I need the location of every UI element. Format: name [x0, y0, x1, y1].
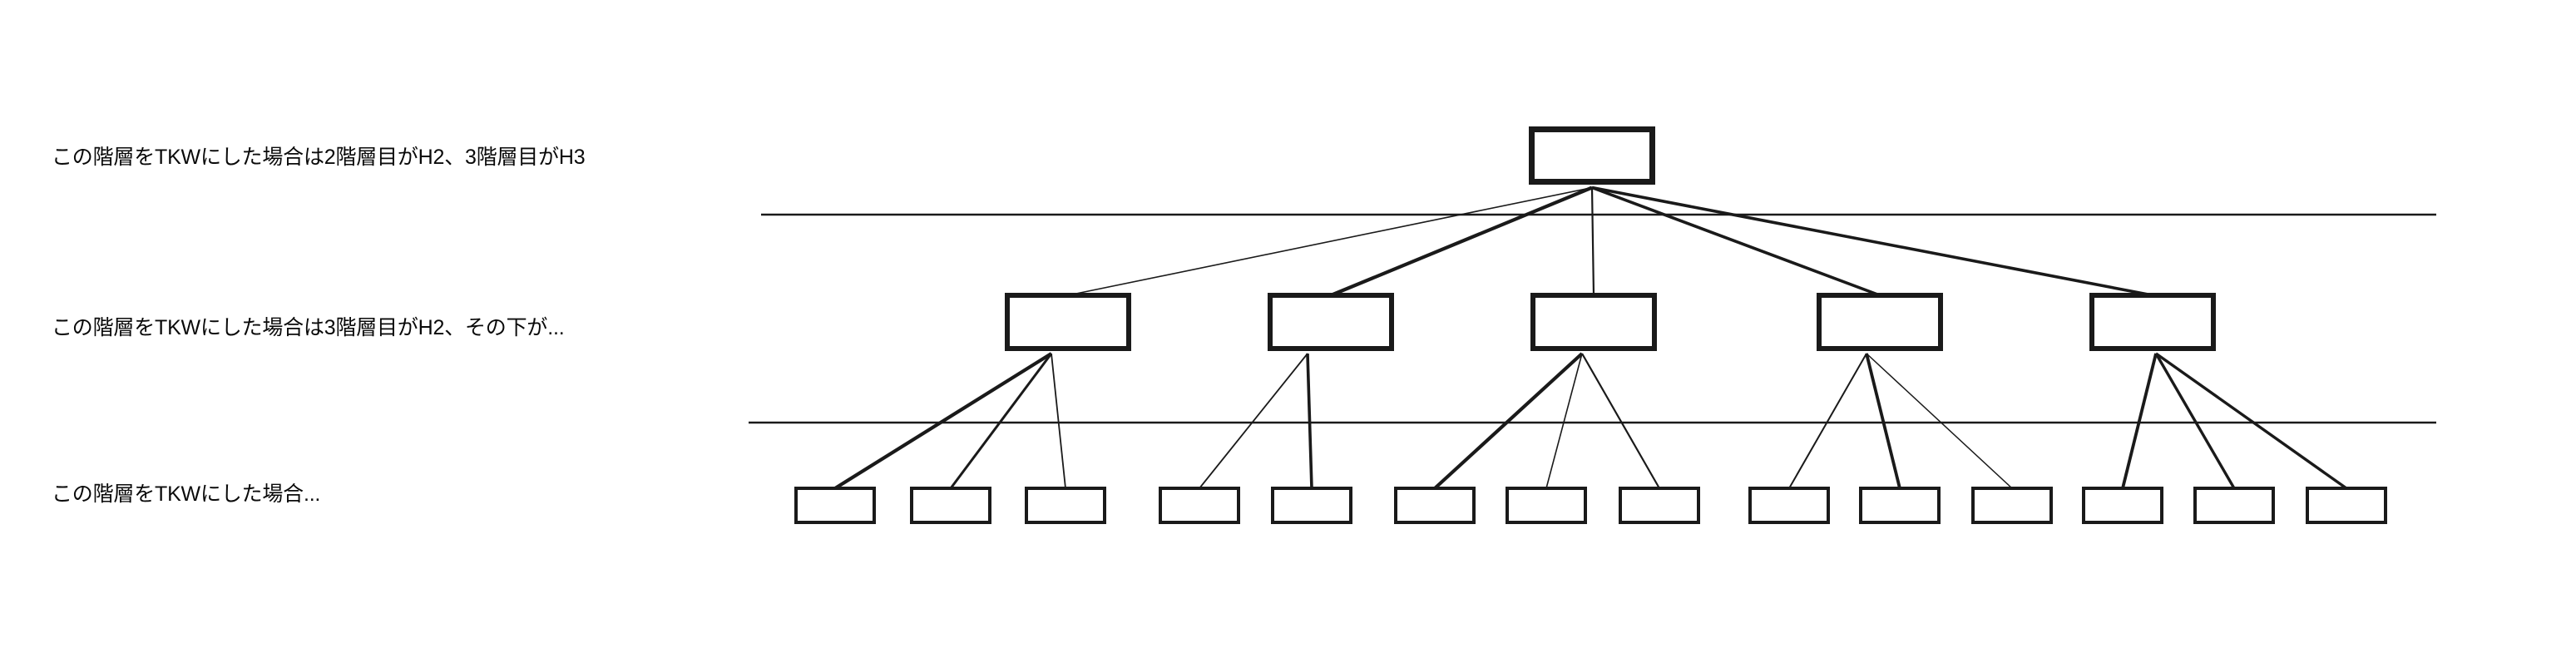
edge-root-to-cat-5 [1591, 186, 2153, 297]
node-cat-3[interactable] [1530, 293, 1657, 351]
edge-root-to-cat-4 [1591, 186, 1881, 297]
node-box-leaf-9[interactable] [1748, 487, 1830, 524]
node-leaf-2[interactable] [910, 487, 991, 524]
node-box-leaf-5[interactable] [1271, 487, 1352, 524]
node-cat-4[interactable] [1817, 293, 1943, 351]
edge-cat-3-to-leaf-6 [1433, 352, 1584, 490]
node-leaf-11[interactable] [1971, 487, 2053, 524]
edge-root-to-cat-1 [1067, 186, 1593, 296]
edge-cat-4-to-leaf-9 [1788, 353, 1867, 489]
node-leaf-14[interactable] [2306, 487, 2387, 524]
node-box-cat-3[interactable] [1530, 293, 1657, 351]
edge-root-to-cat-2 [1330, 186, 1593, 297]
edge-cat-1-to-leaf-2 [949, 353, 1053, 489]
node-leaf-6[interactable] [1394, 487, 1476, 524]
edge-cat-2-to-leaf-4 [1199, 353, 1308, 489]
node-leaf-1[interactable] [794, 487, 876, 524]
dividers-group [749, 213, 2436, 424]
node-box-leaf-4[interactable] [1159, 487, 1240, 524]
node-leaf-9[interactable] [1748, 487, 1830, 524]
node-cat-1[interactable] [1005, 293, 1131, 351]
node-leaf-8[interactable] [1619, 487, 1700, 524]
edge-cat-5-to-leaf-12 [2121, 353, 2158, 489]
edges-group [833, 186, 2347, 490]
node-box-root[interactable] [1529, 126, 1655, 185]
edge-cat-2-to-leaf-5 [1306, 353, 1313, 489]
node-box-leaf-14[interactable] [2306, 487, 2387, 524]
edge-cat-3-to-leaf-8 [1581, 353, 1660, 489]
node-box-leaf-8[interactable] [1619, 487, 1700, 524]
node-leaf-10[interactable] [1859, 487, 1941, 524]
node-leaf-13[interactable] [2193, 487, 2275, 524]
edge-cat-5-to-leaf-13 [2154, 353, 2236, 489]
edge-root-to-cat-3 [1590, 187, 1595, 296]
node-box-cat-4[interactable] [1817, 293, 1943, 351]
annotation-tier2: この階層をTKWにした場合は3階層目がH2、その下が... [52, 316, 565, 339]
node-cat-2[interactable] [1268, 293, 1394, 351]
annotation-tier3: この階層をTKWにした場合... [52, 482, 321, 506]
node-box-leaf-12[interactable] [2082, 487, 2163, 524]
edge-cat-4-to-leaf-10 [1865, 353, 1901, 489]
node-leaf-4[interactable] [1159, 487, 1240, 524]
edge-cat-1-to-leaf-1 [833, 352, 1053, 490]
node-box-leaf-6[interactable] [1394, 487, 1476, 524]
node-box-leaf-2[interactable] [910, 487, 991, 524]
node-box-cat-2[interactable] [1268, 293, 1394, 351]
node-box-leaf-13[interactable] [2193, 487, 2275, 524]
edge-cat-1-to-leaf-3 [1051, 353, 1066, 489]
edge-cat-4-to-leaf-11 [1866, 353, 2013, 489]
edge-cat-3-to-leaf-7 [1545, 353, 1583, 489]
node-root[interactable] [1529, 126, 1655, 185]
node-leaf-5[interactable] [1271, 487, 1352, 524]
node-leaf-3[interactable] [1025, 487, 1106, 524]
node-box-leaf-1[interactable] [794, 487, 876, 524]
annotation-tier1: この階層をTKWにした場合は2階層目がH2、3階層目がH3 [52, 146, 586, 169]
node-box-leaf-10[interactable] [1859, 487, 1941, 524]
nodes-group [794, 126, 2387, 524]
node-box-cat-1[interactable] [1005, 293, 1131, 351]
node-box-cat-5[interactable] [2089, 293, 2216, 351]
edge-cat-5-to-leaf-14 [2155, 352, 2347, 490]
node-leaf-12[interactable] [2082, 487, 2163, 524]
node-box-leaf-7[interactable] [1506, 487, 1587, 524]
node-box-leaf-11[interactable] [1971, 487, 2053, 524]
node-box-leaf-3[interactable] [1025, 487, 1106, 524]
node-leaf-7[interactable] [1506, 487, 1587, 524]
node-cat-5[interactable] [2089, 293, 2216, 351]
